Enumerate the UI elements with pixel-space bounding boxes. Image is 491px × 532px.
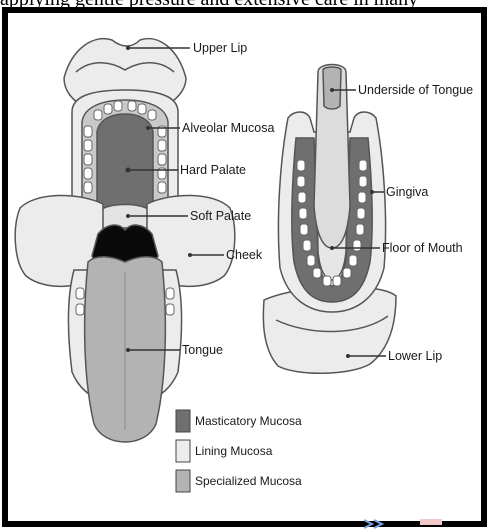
legend-label-lining: Lining Mucosa (195, 444, 273, 458)
label-tongue: Tongue (182, 343, 223, 357)
legend-swatch-masticatory (176, 410, 190, 432)
label-cheek: Cheek (226, 248, 263, 262)
hard-palate-region (97, 114, 153, 215)
label-upper-lip: Upper Lip (193, 41, 247, 55)
lower-mouth-illustration (263, 65, 396, 374)
label-alveolar-mucosa: Alveolar Mucosa (182, 121, 274, 135)
label-gingiva: Gingiva (386, 185, 428, 199)
label-lower-lip: Lower Lip (388, 349, 442, 363)
label-hard-palate: Hard Palate (180, 163, 246, 177)
label-underside-of-tongue: Underside of Tongue (358, 83, 473, 97)
legend-label-specialized: Specialized Mucosa (195, 474, 302, 488)
upper-mouth-illustration (15, 39, 235, 442)
legend-swatch-specialized (176, 470, 190, 492)
legend-label-masticatory: Masticatory Mucosa (195, 414, 302, 428)
label-soft-palate: Soft Palate (190, 209, 251, 223)
legend: Masticatory Mucosa Lining Mucosa Special… (176, 410, 302, 492)
legend-swatch-lining (176, 440, 190, 462)
label-floor-of-mouth: Floor of Mouth (382, 241, 463, 255)
